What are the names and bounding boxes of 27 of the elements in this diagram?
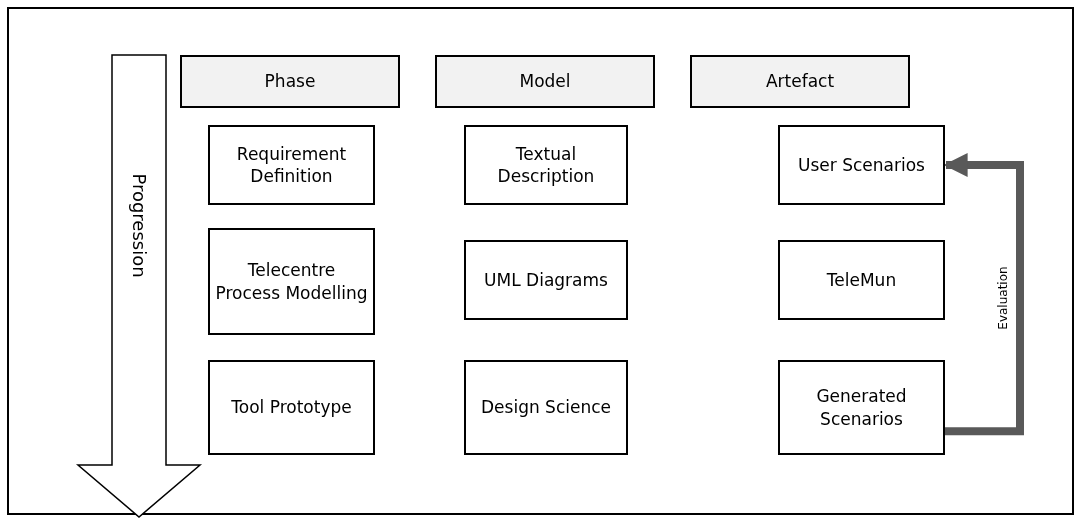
box-text: Telecentre Process Modelling — [214, 259, 369, 304]
header-text: Artefact — [765, 70, 835, 93]
column-header — [690, 55, 910, 108]
column-header — [435, 55, 655, 108]
process-box — [464, 125, 628, 205]
box-text: TeleMun — [826, 268, 897, 292]
header-text: Phase — [264, 70, 316, 93]
process-box — [778, 360, 945, 455]
box-text: Textual Description — [496, 142, 596, 188]
box-text: UML Diagrams — [484, 268, 608, 292]
arrow-label: Progression — [128, 172, 150, 278]
column-header — [180, 55, 400, 108]
process-box — [778, 125, 945, 205]
process-box — [464, 240, 628, 320]
process-box — [208, 125, 375, 205]
process-box — [208, 228, 375, 335]
process-box — [208, 360, 375, 455]
header-text: Model — [519, 70, 571, 93]
process-box — [464, 360, 628, 455]
box-text: User Scenarios — [798, 153, 925, 177]
box-text: Design Science — [481, 396, 611, 419]
box-text: Requirement Definition — [235, 142, 348, 188]
box-text: Tool Prototype — [231, 396, 352, 419]
box-text: Generated Scenarios — [815, 385, 908, 430]
progression-arrow — [75, 54, 203, 518]
process-box — [778, 240, 945, 320]
edge-label: Evaluation — [995, 266, 1010, 330]
